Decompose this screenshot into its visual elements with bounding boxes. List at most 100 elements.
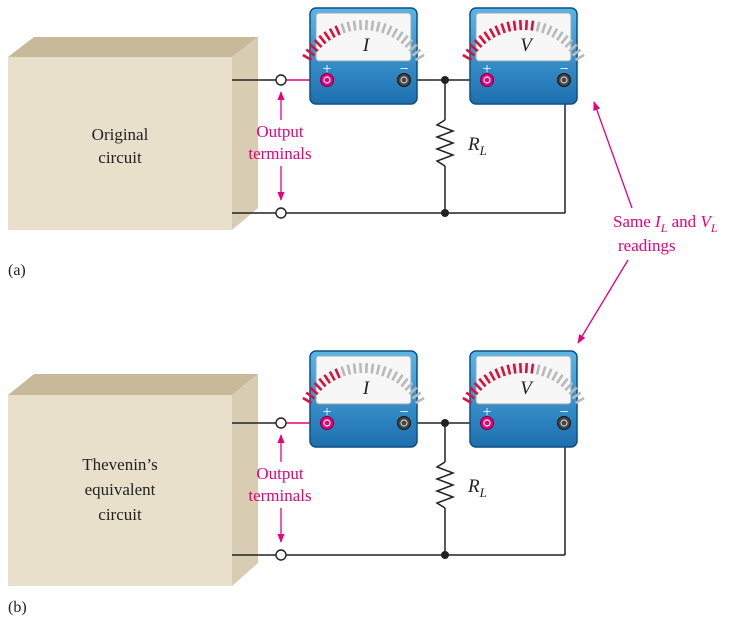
meter-scale-tick <box>375 21 381 32</box>
resistor-label-a: RL <box>467 134 487 158</box>
output-terminal-bottom-a <box>275 207 287 219</box>
minus-jack-voltmeter-b <box>557 416 571 430</box>
plus-label-voltmeter-a: + <box>482 61 491 78</box>
meter-scale-tick <box>494 25 501 36</box>
minus-label-ammeter-b: − <box>399 404 408 421</box>
panel-tag-a: (a) <box>8 262 26 279</box>
meter-scale-tick <box>414 396 425 405</box>
meter-scale-tick <box>500 366 506 377</box>
meter-scale-tick <box>574 53 585 62</box>
meter-scale-tick <box>462 53 473 62</box>
meter-scale-tick <box>555 374 564 384</box>
minus-jack-voltmeter-a <box>557 73 571 87</box>
meter-scale-tick <box>506 364 512 375</box>
meter-scale-tick <box>571 391 582 400</box>
meter-scale-tick <box>364 363 368 374</box>
panel-tag-b: (b) <box>8 599 27 616</box>
meter-scale-tick <box>302 53 313 62</box>
meter-scale-tick <box>309 43 319 53</box>
minus-jack-ammeter-b <box>397 416 411 430</box>
meter-scale-tick <box>386 368 393 379</box>
meter-scale-tick <box>408 386 418 396</box>
output-terminal-bottom-b <box>275 549 287 561</box>
junction-bottom-a <box>441 209 449 217</box>
plus-label-voltmeter-b: + <box>482 404 491 421</box>
plus-jack-voltmeter-b <box>480 416 494 430</box>
meter-scale-tick <box>313 38 323 49</box>
same-readings-note: Same IL and VL readings <box>577 101 718 344</box>
meter-scale-tick <box>551 370 559 382</box>
junction-top-b <box>441 419 449 427</box>
meter-scale-tick <box>334 368 341 379</box>
meter-scale-tick <box>359 363 363 374</box>
box-label-line-2: circuit <box>98 148 142 167</box>
box-label-line-2-b: equivalent <box>85 480 156 499</box>
meter-scale-tick <box>535 364 541 375</box>
minus-jack-ammeter-a <box>397 73 411 87</box>
meter-scale-tick <box>318 377 327 388</box>
meter-scale-tick <box>364 20 368 31</box>
meter-scale-tick <box>400 377 409 388</box>
output-terminal-top-b <box>275 417 287 429</box>
meter-scale-tick <box>370 363 375 374</box>
meter-scale-tick <box>400 34 409 45</box>
voltmeter-symbol-a: V <box>520 35 534 56</box>
meter-scale-tick <box>305 48 316 57</box>
meter-scale-tick <box>370 20 375 31</box>
meter-scale-tick <box>328 27 336 39</box>
minus-label-voltmeter-b: − <box>559 404 568 421</box>
meter-scale-tick <box>391 27 399 39</box>
meter-scale-tick <box>352 363 357 374</box>
meter-scale-tick <box>469 386 479 396</box>
meter-scale-tick <box>506 21 512 32</box>
resistor-label-b: RL <box>467 476 487 500</box>
meter-scale-tick <box>574 396 585 405</box>
meter-scale-tick <box>571 48 582 57</box>
meter-scale-tick <box>560 377 569 388</box>
meter-scale-tick <box>546 25 553 36</box>
junction-bottom-b <box>441 551 449 559</box>
meter-scale-tick <box>381 23 387 34</box>
output-terminal-top-a <box>275 74 287 86</box>
meter-scale-tick <box>411 48 422 57</box>
plus-jack-ammeter-a <box>320 73 334 87</box>
note-line-1: Same IL and VL <box>613 212 718 235</box>
ammeter-symbol-a: I <box>362 35 371 56</box>
meter-scale-tick <box>328 370 336 382</box>
meter-scale-tick <box>524 20 528 31</box>
voltmeter-symbol-b: V <box>520 378 534 399</box>
meter-scale-tick <box>302 396 313 405</box>
meter-scale-tick <box>352 20 357 31</box>
meter-scale-tick <box>535 21 541 32</box>
meter-scale-tick <box>546 368 553 379</box>
meter-scale-tick <box>488 27 496 39</box>
meter-scale-tick <box>334 25 341 36</box>
panel-a: Original circuit RL Output terminals <box>8 7 585 279</box>
meter-scale-tick <box>340 23 346 34</box>
output-label-line-1-a: Output <box>256 122 304 141</box>
meter-scale-tick <box>465 48 476 57</box>
meter-scale-tick <box>478 377 487 388</box>
meter-scale-tick <box>564 38 574 49</box>
meter-scale-tick <box>469 43 479 53</box>
junction-top-a <box>441 76 449 84</box>
minus-label-ammeter-a: − <box>399 61 408 78</box>
voltmeter-a: V + − <box>462 7 585 105</box>
meter-scale-tick <box>483 31 492 41</box>
meter-scale-tick <box>568 43 578 53</box>
meter-scale-tick <box>323 374 332 384</box>
box-label-line-1: Original <box>92 125 149 144</box>
meter-scale-tick <box>386 25 393 36</box>
note-line-2: readings <box>618 236 676 255</box>
original-circuit-box <box>8 37 258 230</box>
meter-scale-tick <box>500 23 506 34</box>
meter-scale-tick <box>313 381 323 392</box>
meter-scale-tick <box>346 364 352 375</box>
meter-scale-tick <box>555 31 564 41</box>
panel-b: Thevenin’s equivalent circuit RL Output … <box>8 350 585 616</box>
meter-scale-tick <box>404 38 414 49</box>
box-label-line-1-b: Thevenin’s <box>82 455 158 474</box>
meter-scale-tick <box>391 370 399 382</box>
meter-scale-tick <box>323 31 332 41</box>
